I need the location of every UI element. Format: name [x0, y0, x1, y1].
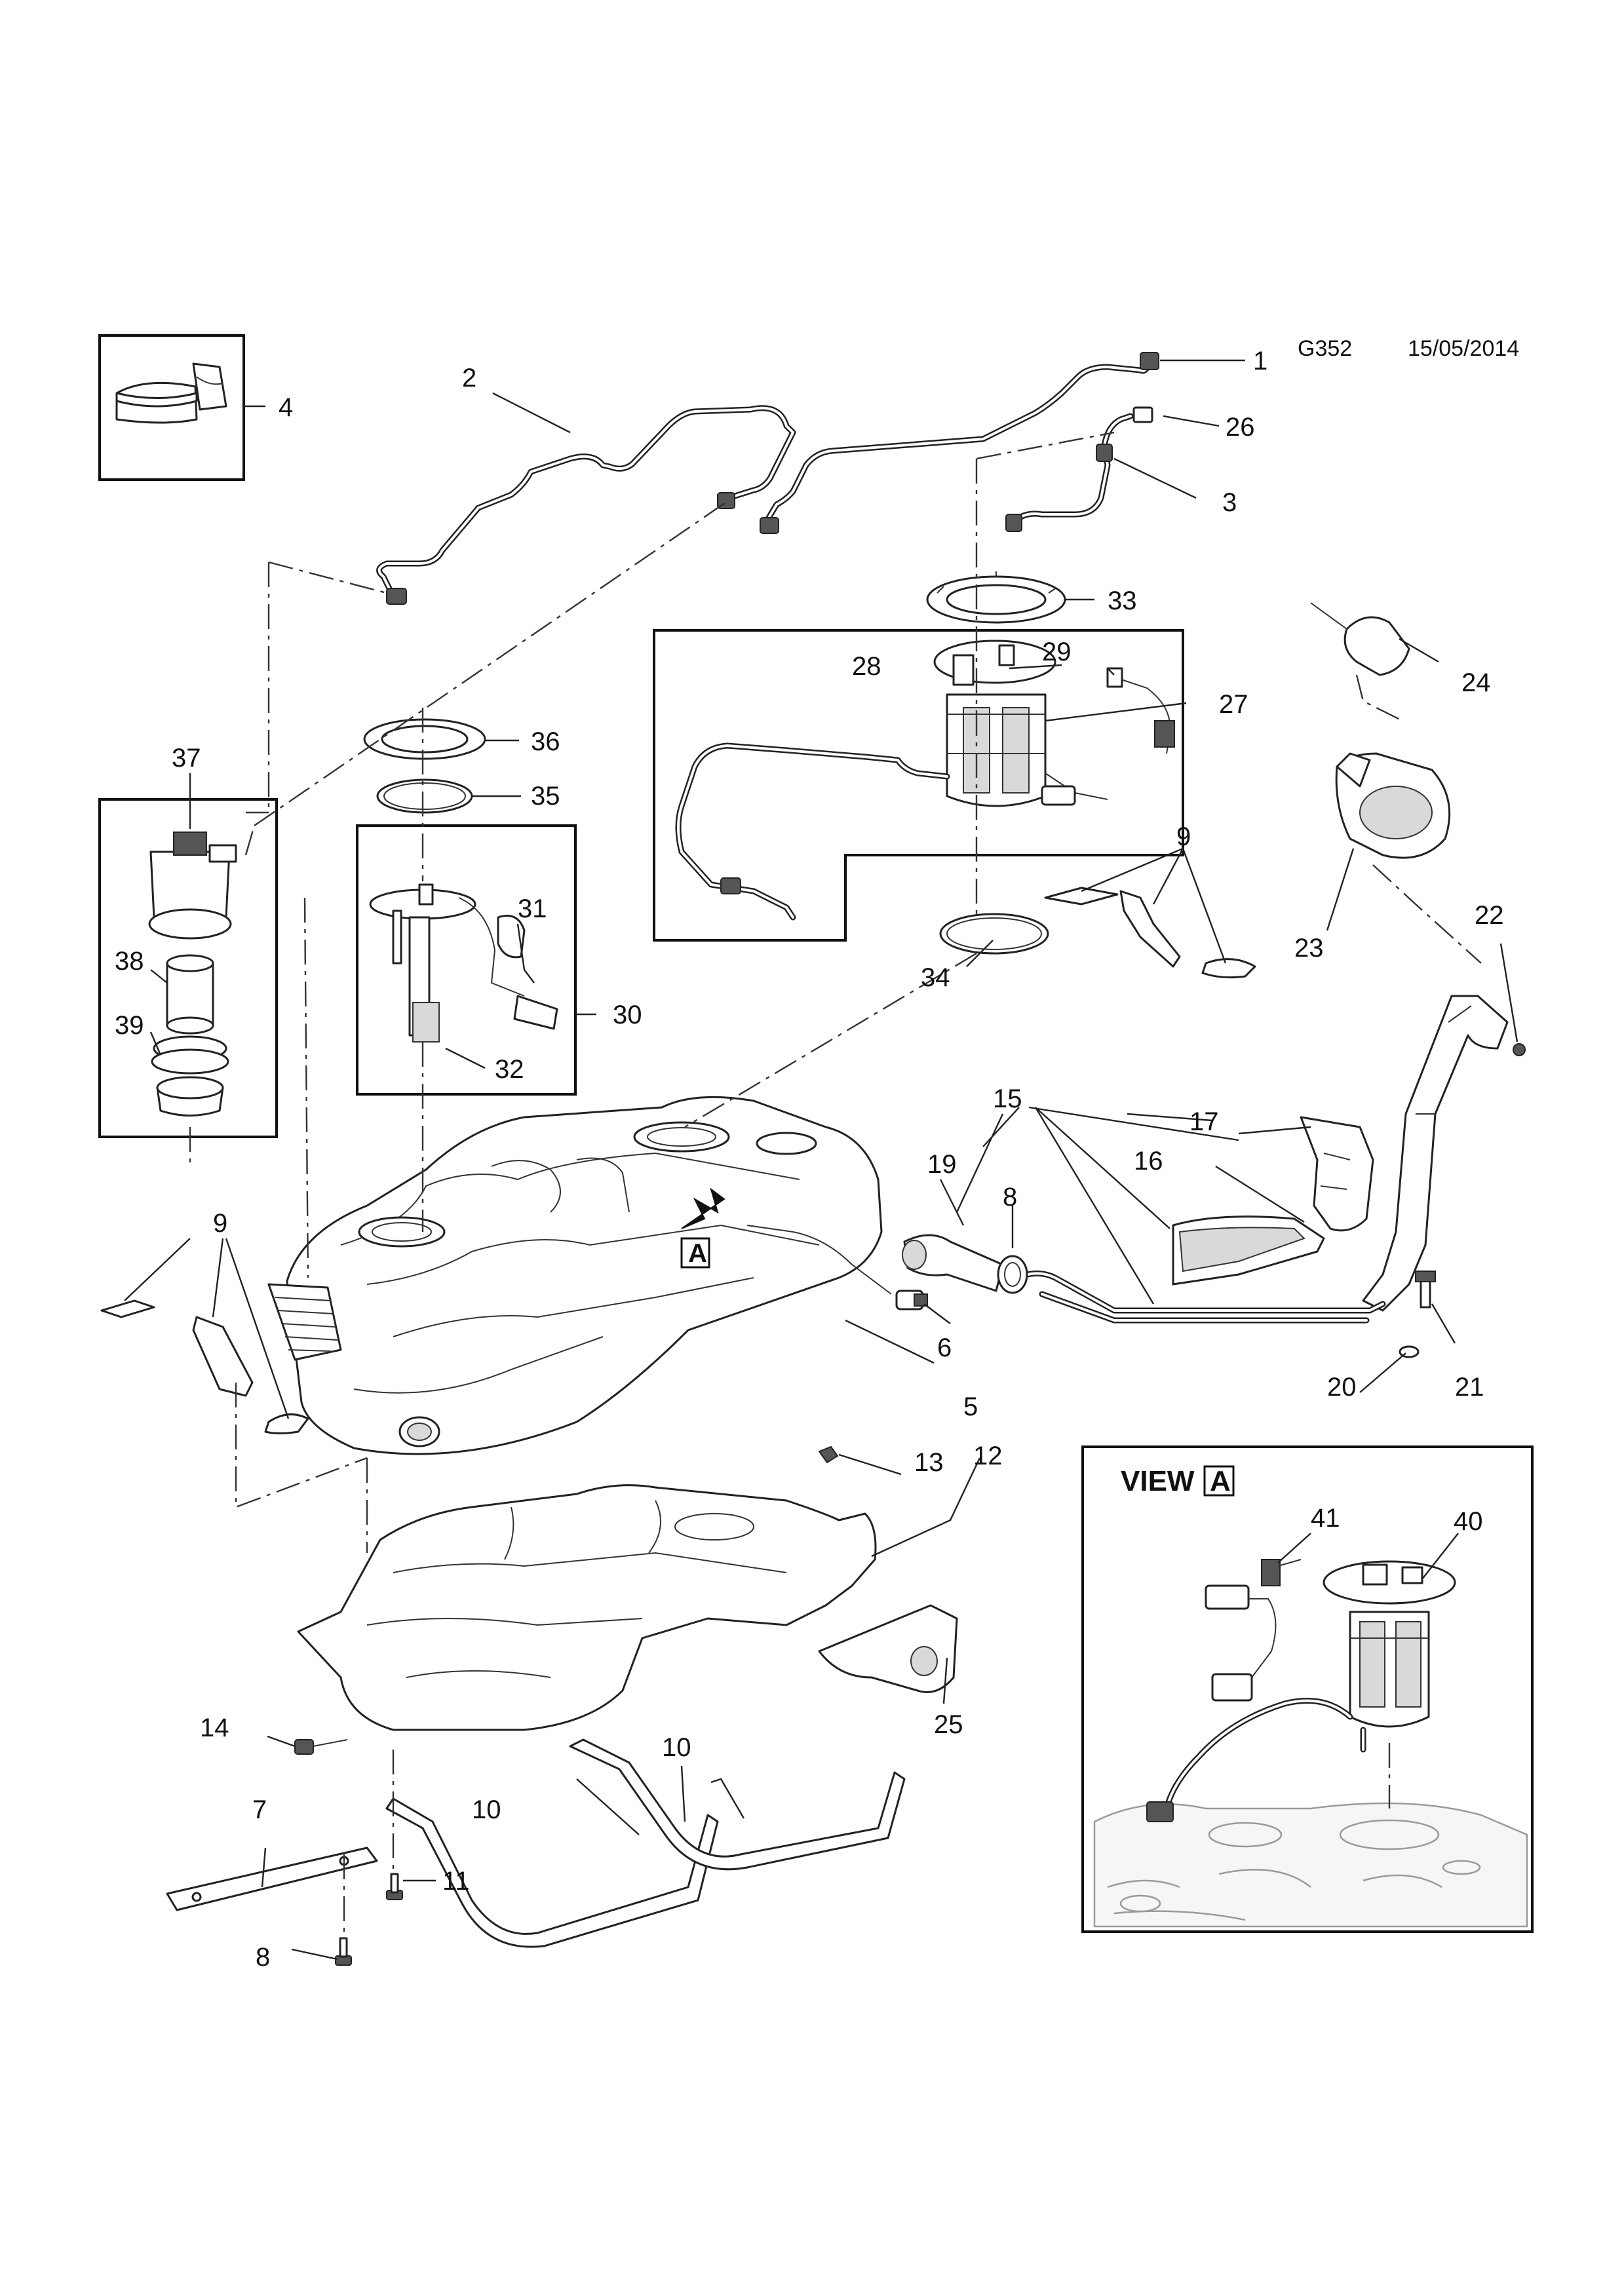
part-1-fuel-line — [760, 352, 1159, 534]
callout-22: 22 — [1475, 901, 1504, 930]
callout-25: 25 — [934, 1710, 963, 1739]
callout-6: 6 — [937, 1333, 952, 1362]
callout-21: 21 — [1455, 1373, 1484, 1402]
diagram-date: 15/05/2014 — [1408, 336, 1519, 361]
part-9-pads-left — [100, 1299, 309, 1434]
diagram-code: G352 — [1298, 336, 1352, 361]
callout-13: 13 — [914, 1448, 944, 1477]
view-a-inset: VIEW A — [1081, 1445, 1534, 1933]
callout-11: 11 — [442, 1867, 470, 1896]
view-a-marker: A — [1210, 1465, 1231, 1497]
callout-38: 38 — [115, 947, 144, 976]
callout-30: 30 — [613, 1001, 642, 1029]
part-17-heat-shield — [1300, 1116, 1374, 1232]
part-15-vent-pipe — [1024, 1270, 1386, 1324]
callout-32: 32 — [495, 1055, 524, 1084]
part-35-seal — [376, 778, 473, 814]
part-6-fitting — [895, 1290, 928, 1311]
callout-10-lower: 10 — [472, 1795, 501, 1824]
callout-8-lower: 8 — [256, 1943, 270, 1972]
callout-23: 23 — [1294, 934, 1324, 963]
callout-33: 33 — [1108, 586, 1137, 615]
callout-17: 17 — [1189, 1107, 1219, 1136]
callout-5: 5 — [963, 1392, 978, 1421]
callout-24: 24 — [1461, 668, 1491, 697]
callout-8-upper: 8 — [1003, 1183, 1017, 1212]
part-23-filler-housing — [1335, 752, 1451, 859]
part-33-lock-ring — [926, 571, 1066, 624]
part-5-fuel-tank — [267, 1096, 892, 1455]
leader-lines — [124, 359, 1518, 1961]
callout-27: 27 — [1219, 690, 1248, 719]
part-22-filler-neck — [1362, 995, 1526, 1312]
part-13-nut — [818, 1445, 839, 1464]
callout-36: 36 — [531, 727, 560, 756]
callout-12: 12 — [973, 1442, 1003, 1470]
callout-39: 39 — [115, 1011, 144, 1040]
callout-26: 26 — [1226, 413, 1255, 442]
assembly-lines — [189, 431, 1482, 1936]
view-a-marker-box — [1203, 1465, 1235, 1497]
part-36-lock-ring — [363, 718, 486, 760]
part-2-fuel-line — [376, 405, 796, 605]
callout-7: 7 — [252, 1795, 267, 1824]
part-24-filler-cap — [1310, 602, 1410, 676]
callouts: 1 2 3 4 5 6 7 8 8 9 9 10 10 11 12 13 14 … — [115, 347, 1504, 1972]
part-8-bolt-lower — [335, 1937, 352, 1966]
callout-29: 29 — [1042, 638, 1072, 666]
part-12-heat-shield — [297, 1484, 877, 1731]
view-a-arrow: A — [680, 1187, 725, 1269]
callout-31: 31 — [518, 894, 547, 923]
callout-34: 34 — [921, 963, 950, 992]
view-a-arrow-label: A — [688, 1239, 707, 1268]
part-25-bracket — [818, 1604, 958, 1693]
part-9-pads-right — [1044, 887, 1256, 979]
part-4-clip — [98, 334, 245, 481]
part-10-strap-right — [569, 1738, 906, 1871]
callout-2: 2 — [462, 364, 476, 392]
callout-28: 28 — [852, 652, 881, 681]
part-21-bolt — [1415, 1271, 1436, 1309]
callout-10-upper: 10 — [662, 1733, 691, 1762]
callout-20: 20 — [1327, 1373, 1357, 1402]
callout-41: 41 — [1311, 1504, 1340, 1533]
part-8-clamp-upper — [997, 1255, 1028, 1294]
callout-40: 40 — [1454, 1507, 1483, 1536]
view-a-title: VIEW — [1121, 1465, 1195, 1497]
callout-16: 16 — [1134, 1147, 1163, 1176]
part-19-hose — [902, 1234, 1004, 1292]
part-30-sender-box — [356, 824, 577, 1096]
callout-14: 14 — [200, 1713, 229, 1742]
callout-37: 37 — [172, 744, 201, 773]
callout-4: 4 — [279, 393, 293, 422]
part-3-fuel-line — [1005, 406, 1153, 532]
callout-1: 1 — [1253, 347, 1267, 375]
callout-9-right: 9 — [1176, 822, 1191, 851]
callout-35: 35 — [531, 782, 560, 811]
part-34-seal — [939, 913, 1049, 955]
part-11-bolt — [386, 1873, 403, 1900]
part-14-bolt — [294, 1739, 348, 1755]
part-7-strap — [166, 1846, 378, 1911]
part-10-strap-left — [385, 1797, 719, 1948]
part-37-filter-box — [98, 798, 278, 1138]
callout-3: 3 — [1222, 488, 1237, 517]
callout-15: 15 — [993, 1084, 1022, 1113]
part-16-shield — [1172, 1215, 1325, 1286]
callout-19: 19 — [927, 1150, 957, 1179]
callout-9-left: 9 — [213, 1209, 227, 1238]
